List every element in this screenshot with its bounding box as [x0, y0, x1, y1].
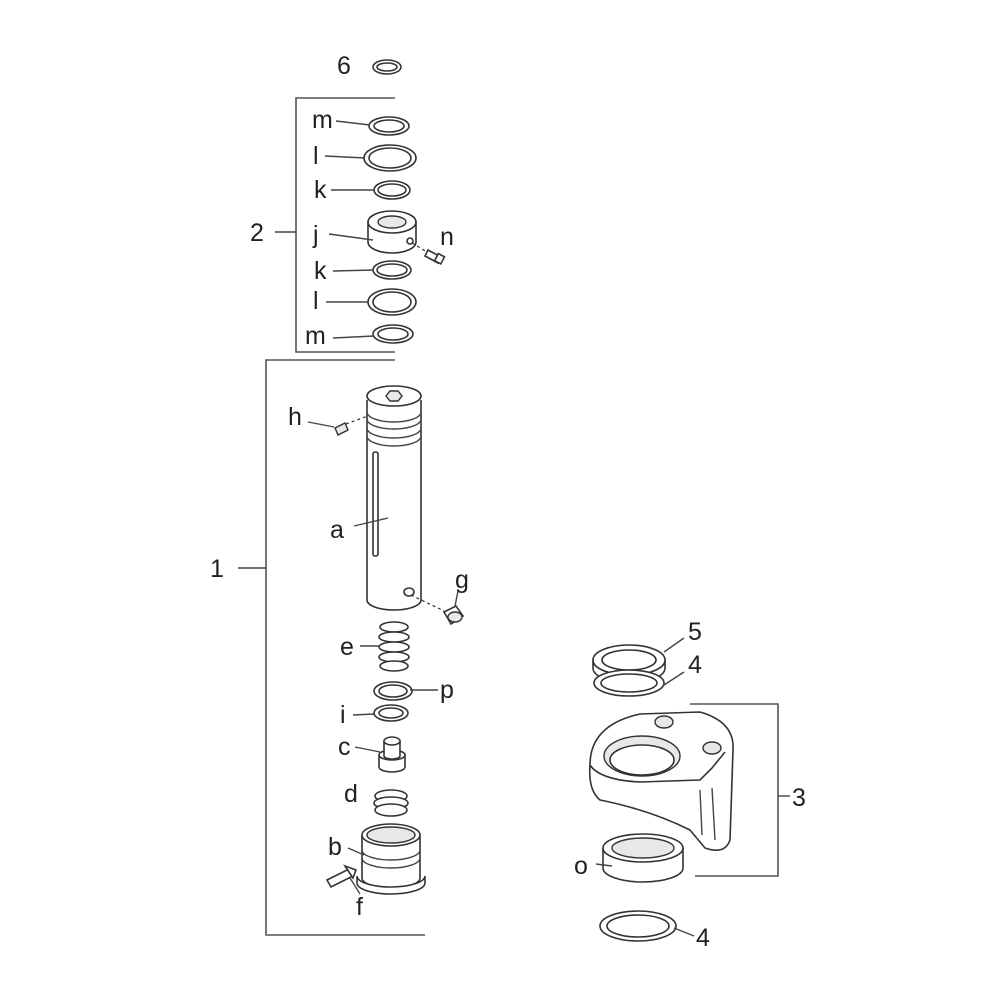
label-l-lower: l: [313, 287, 319, 315]
bracket-group-3: [690, 703, 779, 877]
label-group-2: 2: [250, 219, 264, 247]
label-j: j: [312, 221, 319, 249]
label-l-upper: l: [313, 142, 319, 170]
label-o: o: [574, 852, 588, 880]
spring-d: [373, 789, 409, 817]
ring-6: [372, 59, 402, 75]
label-k-lower: k: [314, 257, 327, 285]
label-i: i: [340, 701, 346, 729]
label-f: f: [356, 893, 363, 921]
label-g: g: [455, 566, 469, 594]
label-m-lower: m: [305, 322, 326, 350]
ring-k-lower: [372, 260, 412, 280]
label-4-lower: 4: [696, 924, 710, 952]
label-m-upper: m: [312, 106, 333, 134]
ring-4-upper: [593, 669, 665, 697]
label-e: e: [340, 633, 354, 661]
bracket-group-1: [265, 359, 425, 936]
label-d: d: [344, 780, 358, 808]
housing-arm: [588, 711, 734, 851]
collar-j: [367, 210, 417, 254]
label-6: 6: [337, 52, 351, 80]
ring-m-lower: [372, 324, 414, 344]
ring-i: [373, 704, 409, 722]
bearing-o: [602, 833, 684, 883]
nut-g: [410, 594, 465, 626]
label-a: a: [330, 516, 344, 544]
label-n: n: [440, 223, 454, 251]
label-h: h: [288, 403, 302, 431]
label-4-upper: 4: [688, 651, 702, 679]
spring-e: [378, 621, 410, 672]
label-p: p: [440, 676, 454, 704]
ring-p: [373, 681, 413, 701]
label-group-3: 3: [792, 784, 806, 812]
shaft-a: [366, 385, 422, 611]
label-5: 5: [688, 618, 702, 646]
ring-4-lower: [599, 910, 677, 942]
label-k-upper: k: [314, 176, 327, 204]
bracket-group-2: [295, 97, 395, 353]
setscrew-h: [334, 415, 369, 436]
ring-l-upper: [363, 144, 417, 172]
pin-f: [325, 864, 358, 889]
plunger-c: [378, 736, 406, 773]
ring-m-upper: [368, 116, 410, 136]
label-b: b: [328, 833, 342, 861]
ring-k-upper: [373, 180, 411, 200]
ring-l-lower: [367, 288, 417, 316]
label-c: c: [338, 733, 351, 761]
screw-n: [411, 242, 446, 266]
cup-b: [356, 823, 426, 895]
label-group-1: 1: [210, 555, 224, 583]
